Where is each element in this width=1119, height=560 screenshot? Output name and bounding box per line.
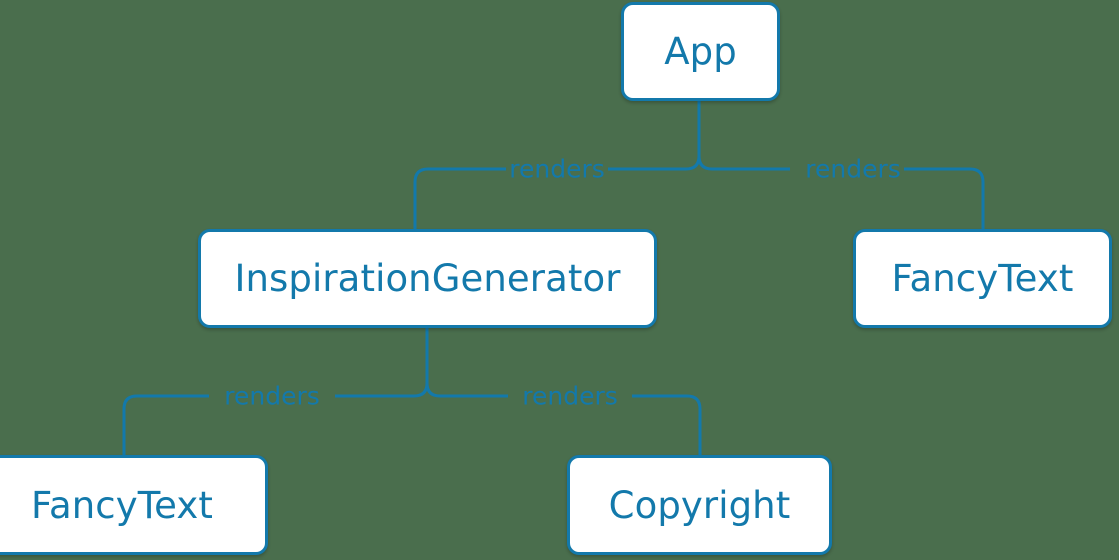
edge-label-app-to-inspiration-generator: renders bbox=[509, 154, 605, 184]
node-app[interactable]: App bbox=[621, 2, 780, 101]
node-fancy-text-bottom-label: FancyText bbox=[31, 483, 213, 527]
node-inspiration-generator[interactable]: InspirationGenerator bbox=[198, 229, 657, 328]
edge-label-inspiration-generator-to-copyright: renders bbox=[522, 381, 618, 411]
node-fancy-text-right-label: FancyText bbox=[891, 257, 1074, 300]
edge-inspiration-generator-to-copyright bbox=[425, 382, 702, 455]
edge-label-inspiration-generator-to-fancy-text: renders bbox=[224, 381, 320, 411]
node-inspiration-generator-label: InspirationGenerator bbox=[234, 257, 621, 300]
node-copyright-label: Copyright bbox=[608, 483, 791, 527]
node-copyright[interactable]: Copyright bbox=[567, 455, 832, 555]
node-fancy-text-right[interactable]: FancyText bbox=[853, 229, 1112, 328]
node-fancy-text-bottom[interactable]: FancyText bbox=[0, 455, 268, 555]
edge-label-app-to-fancy-text-right: renders bbox=[805, 154, 901, 184]
node-app-label: App bbox=[664, 30, 737, 73]
edge-app-to-fancy-text-right bbox=[697, 155, 985, 229]
